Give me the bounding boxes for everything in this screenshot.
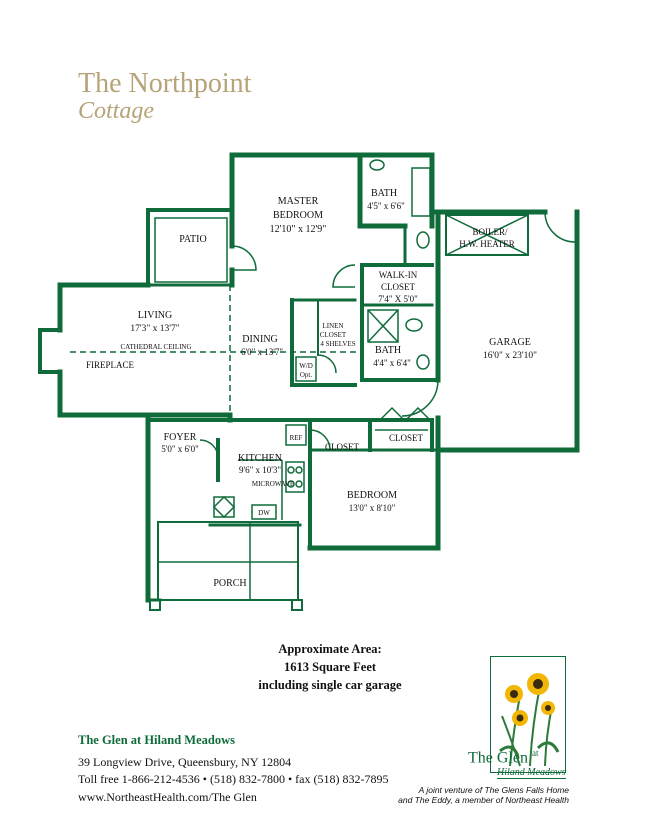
- living-size: 17'3" x 13'7": [130, 324, 179, 334]
- area-line-3: including single car garage: [258, 678, 402, 692]
- sunflower-logo-icon: [490, 656, 566, 773]
- joint-venture-note: A joint venture of The Glens Falls Home …: [398, 785, 569, 805]
- foyer-label: FOYER: [164, 432, 197, 443]
- fireplace-label: FIREPLACE: [86, 360, 135, 370]
- plan-subtitle: Cottage: [78, 98, 154, 124]
- logo-brand-sub: Hiland Meadows: [497, 767, 566, 779]
- heater-label: H.W. HEATER: [459, 239, 514, 249]
- master-bath-label: BATH: [371, 188, 397, 199]
- org-name: The Glen at Hiland Meadows: [78, 733, 235, 747]
- bedroom-size: 13'0" x 8'10": [349, 503, 396, 513]
- kitchen-size: 9'6" x 10'3": [239, 465, 281, 475]
- bedroom-label: BEDROOM: [347, 490, 397, 501]
- porch-label: PORCH: [213, 578, 246, 589]
- wd-opt-label: Opt.: [300, 371, 313, 379]
- garage-label: GARAGE: [489, 337, 531, 348]
- garage-size: 16'0" x 23'10": [483, 351, 537, 361]
- master-bath-size: 4'5" x 6'6": [367, 201, 405, 211]
- ref-label: REF: [290, 434, 303, 442]
- wd-label: W/D: [299, 362, 313, 370]
- closet-label-2: CLOSET: [389, 433, 424, 443]
- microwave-label: MICROWAVE: [252, 480, 294, 488]
- linen-label: LINEN: [323, 322, 344, 330]
- master-bedroom-label-2: BEDROOM: [273, 210, 323, 221]
- venture-line-2: and The Eddy, a member of Northeast Heal…: [398, 795, 569, 805]
- dining-size: 6'0" x 13'7": [241, 347, 283, 357]
- venture-line-1: A joint venture of The Glens Falls Home: [418, 785, 569, 795]
- phone-numbers: Toll free 1-866-212-4536 • (518) 832-780…: [78, 772, 389, 786]
- foyer-size: 5'0" x 6'0": [161, 444, 199, 454]
- area-line-2: 1613 Square Feet: [283, 660, 377, 674]
- boiler-label: BOILER/: [473, 227, 508, 237]
- address: 39 Longview Drive, Queensbury, NY 12804: [78, 755, 292, 769]
- master-bedroom-size: 12'10" x 12'9": [270, 224, 327, 235]
- linen-label-3: 4 SHELVES: [320, 340, 355, 348]
- dining-label: DINING: [242, 334, 278, 345]
- walkin-label-2: CLOSET: [381, 282, 416, 292]
- area-line-1: Approximate Area:: [278, 642, 382, 656]
- cathedral-label: CATHEDRAL CEILING: [120, 343, 191, 351]
- living-label: LIVING: [138, 310, 172, 321]
- logo-brand: The Glen at: [468, 748, 539, 767]
- plan-title: The Northpoint: [78, 68, 252, 99]
- closet-label-1: CLOSET: [325, 442, 360, 452]
- bath2-size: 4'4" x 6'4": [373, 358, 411, 368]
- walkin-size: 7'4" X 5'0": [378, 294, 418, 304]
- bath2-label: BATH: [375, 345, 401, 356]
- dw-label: DW: [258, 509, 270, 517]
- linen-label-2: CLOSET: [320, 331, 347, 339]
- area-summary: Approximate Area: 1613 Square Feet inclu…: [230, 640, 430, 694]
- website-link[interactable]: www.NortheastHealth.com/The Glen: [78, 790, 257, 804]
- master-bedroom-label: MASTER: [278, 196, 319, 207]
- patio-label: PATIO: [179, 234, 206, 245]
- kitchen-label: KITCHEN: [238, 453, 282, 464]
- walkin-label: WALK-IN: [379, 270, 418, 280]
